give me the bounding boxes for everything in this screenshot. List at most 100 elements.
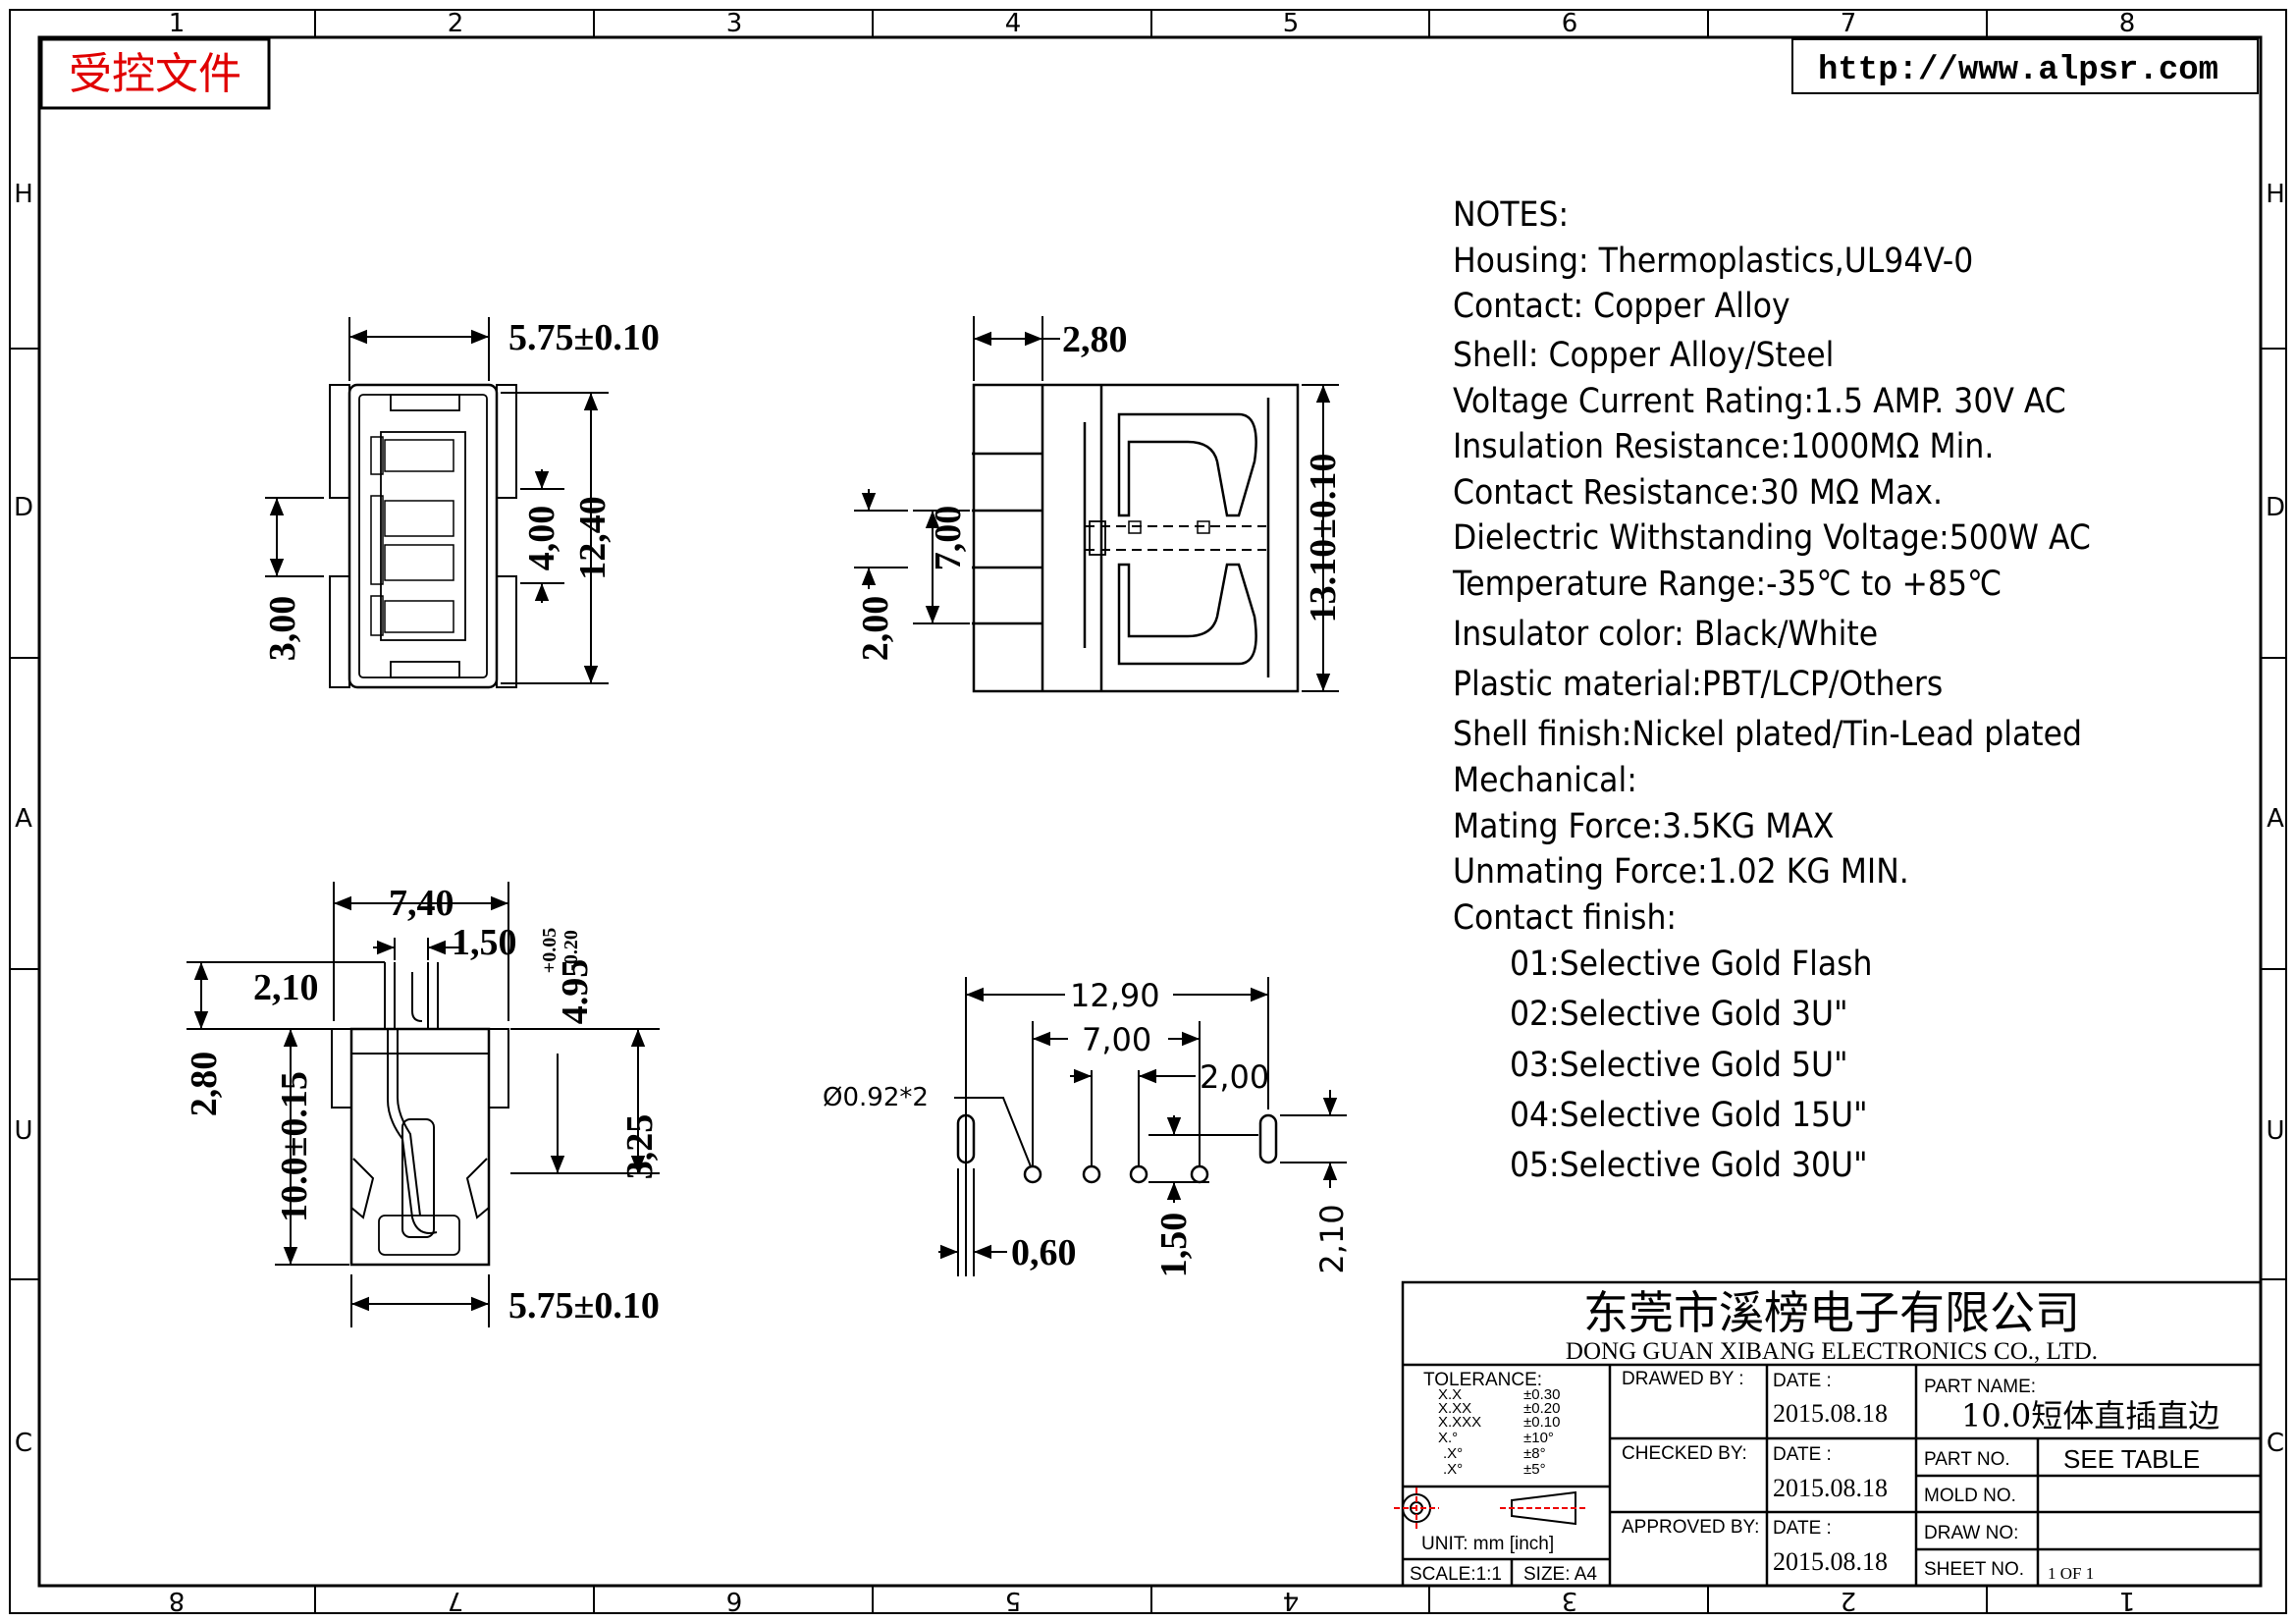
grid-row-left-3: A [15,804,32,834]
dim-pcb-hole: Ø0.92*2 [823,1083,929,1112]
tol-key: .X° [1443,1461,1463,1478]
part-no-value: SEE TABLE [2063,1444,2200,1474]
tol-val: ±0.20 [1523,1400,1560,1417]
grid-row-right-5: C [2267,1429,2284,1458]
grid-col-7: 7 [1841,9,1857,38]
part-no-label: PART NO. [1924,1449,2010,1470]
tol-key: X.X [1438,1386,1462,1403]
note-line: Contact: Copper Alloy [1453,287,1790,326]
sheet-no-label: SHEET NO. [1924,1559,2024,1580]
date-label-2: DATE : [1773,1444,1832,1465]
side-view [972,383,1300,693]
dim-bottom-100: 10.0±0.15 [274,1071,315,1222]
profile-view [331,962,509,1267]
note-line: 03:Selective Gold 5U" [1510,1046,1848,1085]
grid-ticks [10,10,2286,1613]
grid-col-bottom-6: 3 [1562,1586,1578,1615]
note-line: Voltage Current Rating:1.5 AMP. 30V AC [1453,382,2066,421]
dim-pcb-200: 2,00 [1200,1058,1269,1096]
title-block [1401,1280,2263,1588]
controlled-doc-box [39,37,271,110]
draw-no-label: DRAW NO: [1924,1523,2018,1543]
note-line: Temperature Range:-35℃ to +85℃ [1452,565,2002,604]
dim-bottom-tol: 4.95 [555,959,596,1025]
note-line: 01:Selective Gold Flash [1510,945,1873,984]
dim-pcb-total: 12,90 [1070,977,1160,1014]
notes-block: NOTES: Housing: Thermoplastics,UL94V-0 C… [1452,195,2091,1185]
note-line: Unmating Force:1.02 KG MIN. [1453,852,1909,892]
tol-val: ±0.30 [1523,1386,1560,1403]
note-line: Insulation Resistance:1000MΩ Min. [1453,427,1994,466]
dim-bottom-tol-plus: +0.05 [539,928,561,973]
projection-symbol-icon [1394,1488,1588,1529]
grid-row-left-4: U [14,1116,32,1146]
tol-val: ±0.10 [1523,1414,1560,1431]
tol-val: ±5° [1523,1461,1546,1478]
note-line: Dielectric Withstanding Voltage:500W AC [1453,518,2091,558]
grid-col-4: 4 [1005,9,1022,38]
tolerance-label: TOLERANCE: [1423,1370,1542,1390]
tol-key: X.° [1438,1430,1458,1446]
note-line: Insulator color: Black/White [1453,615,1878,654]
dim-bottom-width: 7,40 [389,883,454,924]
grid-row-left-1: H [14,180,33,209]
website-url: http://www.alpsr.com [1818,52,2218,89]
dim-front-height: 12,40 [572,496,614,580]
grid-row-right-1: H [2266,180,2285,209]
note-line: Contact Resistance:30 MΩ Max. [1453,473,1943,513]
dim-bottom-210: 2,10 [253,967,319,1008]
note-line: Housing: Thermoplastics,UL94V-0 [1453,242,1973,281]
grid-row-right-3: A [2267,804,2284,834]
dim-front-left: 3,00 [262,596,303,662]
part-name-value: 10.0短体直插直边 [1961,1397,2219,1434]
date-value-1: 2015.08.18 [1773,1399,1888,1428]
tol-key: .X° [1443,1445,1463,1462]
dim-side-pitch: 7,00 [928,506,969,571]
note-line: Mechanical: [1453,761,1637,800]
grid-col-2: 2 [448,9,464,38]
grid-col-bottom-1: 8 [169,1586,186,1615]
dim-pcb-060: 0,60 [1011,1232,1077,1273]
side-view-dimensions [854,316,1339,692]
note-line: Plastic material:PBT/LCP/Others [1453,665,1943,704]
tol-key: X.XXX [1438,1414,1481,1431]
controlled-doc-stamp: 受控文件 [69,49,241,99]
note-line: 05:Selective Gold 30U" [1510,1146,1868,1185]
dim-pcb-150: 1,50 [1153,1213,1195,1278]
dim-bottom-280: 2,80 [184,1052,225,1117]
grid-col-bottom-4: 5 [1005,1586,1022,1615]
dim-front-width: 5.75±0.10 [508,317,660,358]
dim-bottom-325: 3,25 [619,1114,661,1180]
grid-col-3: 3 [726,9,743,38]
size-label: SIZE: A4 [1523,1564,1597,1585]
note-line: 04:Selective Gold 15U" [1510,1096,1868,1135]
tol-val: ±10° [1523,1430,1554,1446]
sheet-value: 1 OF 1 [2048,1564,2094,1583]
note-line: 02:Selective Gold 3U" [1510,995,1848,1034]
grid-row-left-2: D [14,493,33,522]
grid-col-bottom-2: 7 [448,1586,464,1615]
grid-row-left-5: C [15,1429,32,1458]
grid-col-bottom-5: 4 [1283,1586,1300,1615]
note-line: Shell finish:Nickel plated/Tin-Lead plat… [1453,715,2082,754]
pcb-layout [956,1113,1278,1184]
note-line: NOTES: [1453,195,1569,235]
scale-label: SCALE:1:1 [1410,1564,1502,1585]
front-view [329,383,517,689]
tolerance-rows: X.X ±0.30 X.XX ±0.20 X.XXX ±0.10 X.° ±10… [1438,1386,1560,1478]
unit-label: UNIT: mm [inch] [1421,1534,1554,1554]
front-view-dimensions [265,317,609,684]
approved-by-label: APPROVED BY: [1622,1517,1759,1538]
grid-col-1: 1 [169,9,186,38]
dim-side-left: 2,00 [855,596,896,662]
date-label-3: DATE : [1773,1518,1832,1539]
grid-labels: 1 2 3 4 5 6 7 8 8 7 6 5 4 3 2 1 H D A U … [14,9,2285,1615]
mold-no-label: MOLD NO. [1924,1486,2016,1506]
company-cn: 东莞市溪榜电子有限公司 [1583,1286,2080,1339]
outer-border [9,9,2287,1614]
dim-pcb-210: 2,10 [1313,1204,1351,1273]
company-en: DONG GUAN XIBANG ELECTRONICS CO., LTD. [1566,1338,2098,1365]
note-line: Shell: Copper Alloy/Steel [1453,336,1834,375]
date-value-3: 2015.08.18 [1773,1547,1888,1576]
